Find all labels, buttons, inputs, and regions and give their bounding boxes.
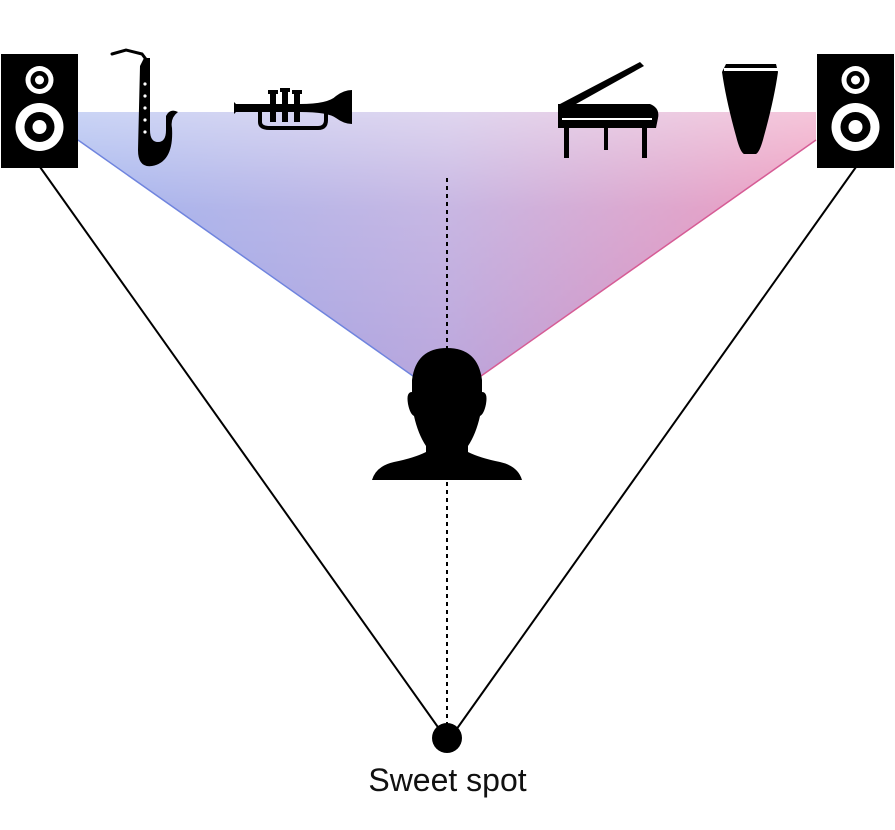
conga-drum-icon — [722, 64, 778, 154]
saxophone-icon — [110, 48, 178, 167]
trumpet-icon — [234, 88, 352, 130]
speaker-to-sweet-spot-lines — [39, 166, 857, 731]
right-speaker-icon — [817, 54, 894, 168]
stereo-image-fan — [77, 112, 817, 401]
right-speaker-line — [455, 166, 857, 731]
listener-head-icon — [372, 348, 522, 480]
left-speaker-line — [39, 166, 441, 731]
sweet-spot-dot — [432, 723, 462, 753]
sweet-spot-label: Sweet spot — [368, 762, 527, 798]
grand-piano-icon — [558, 62, 659, 158]
left-speaker-icon — [1, 54, 78, 168]
